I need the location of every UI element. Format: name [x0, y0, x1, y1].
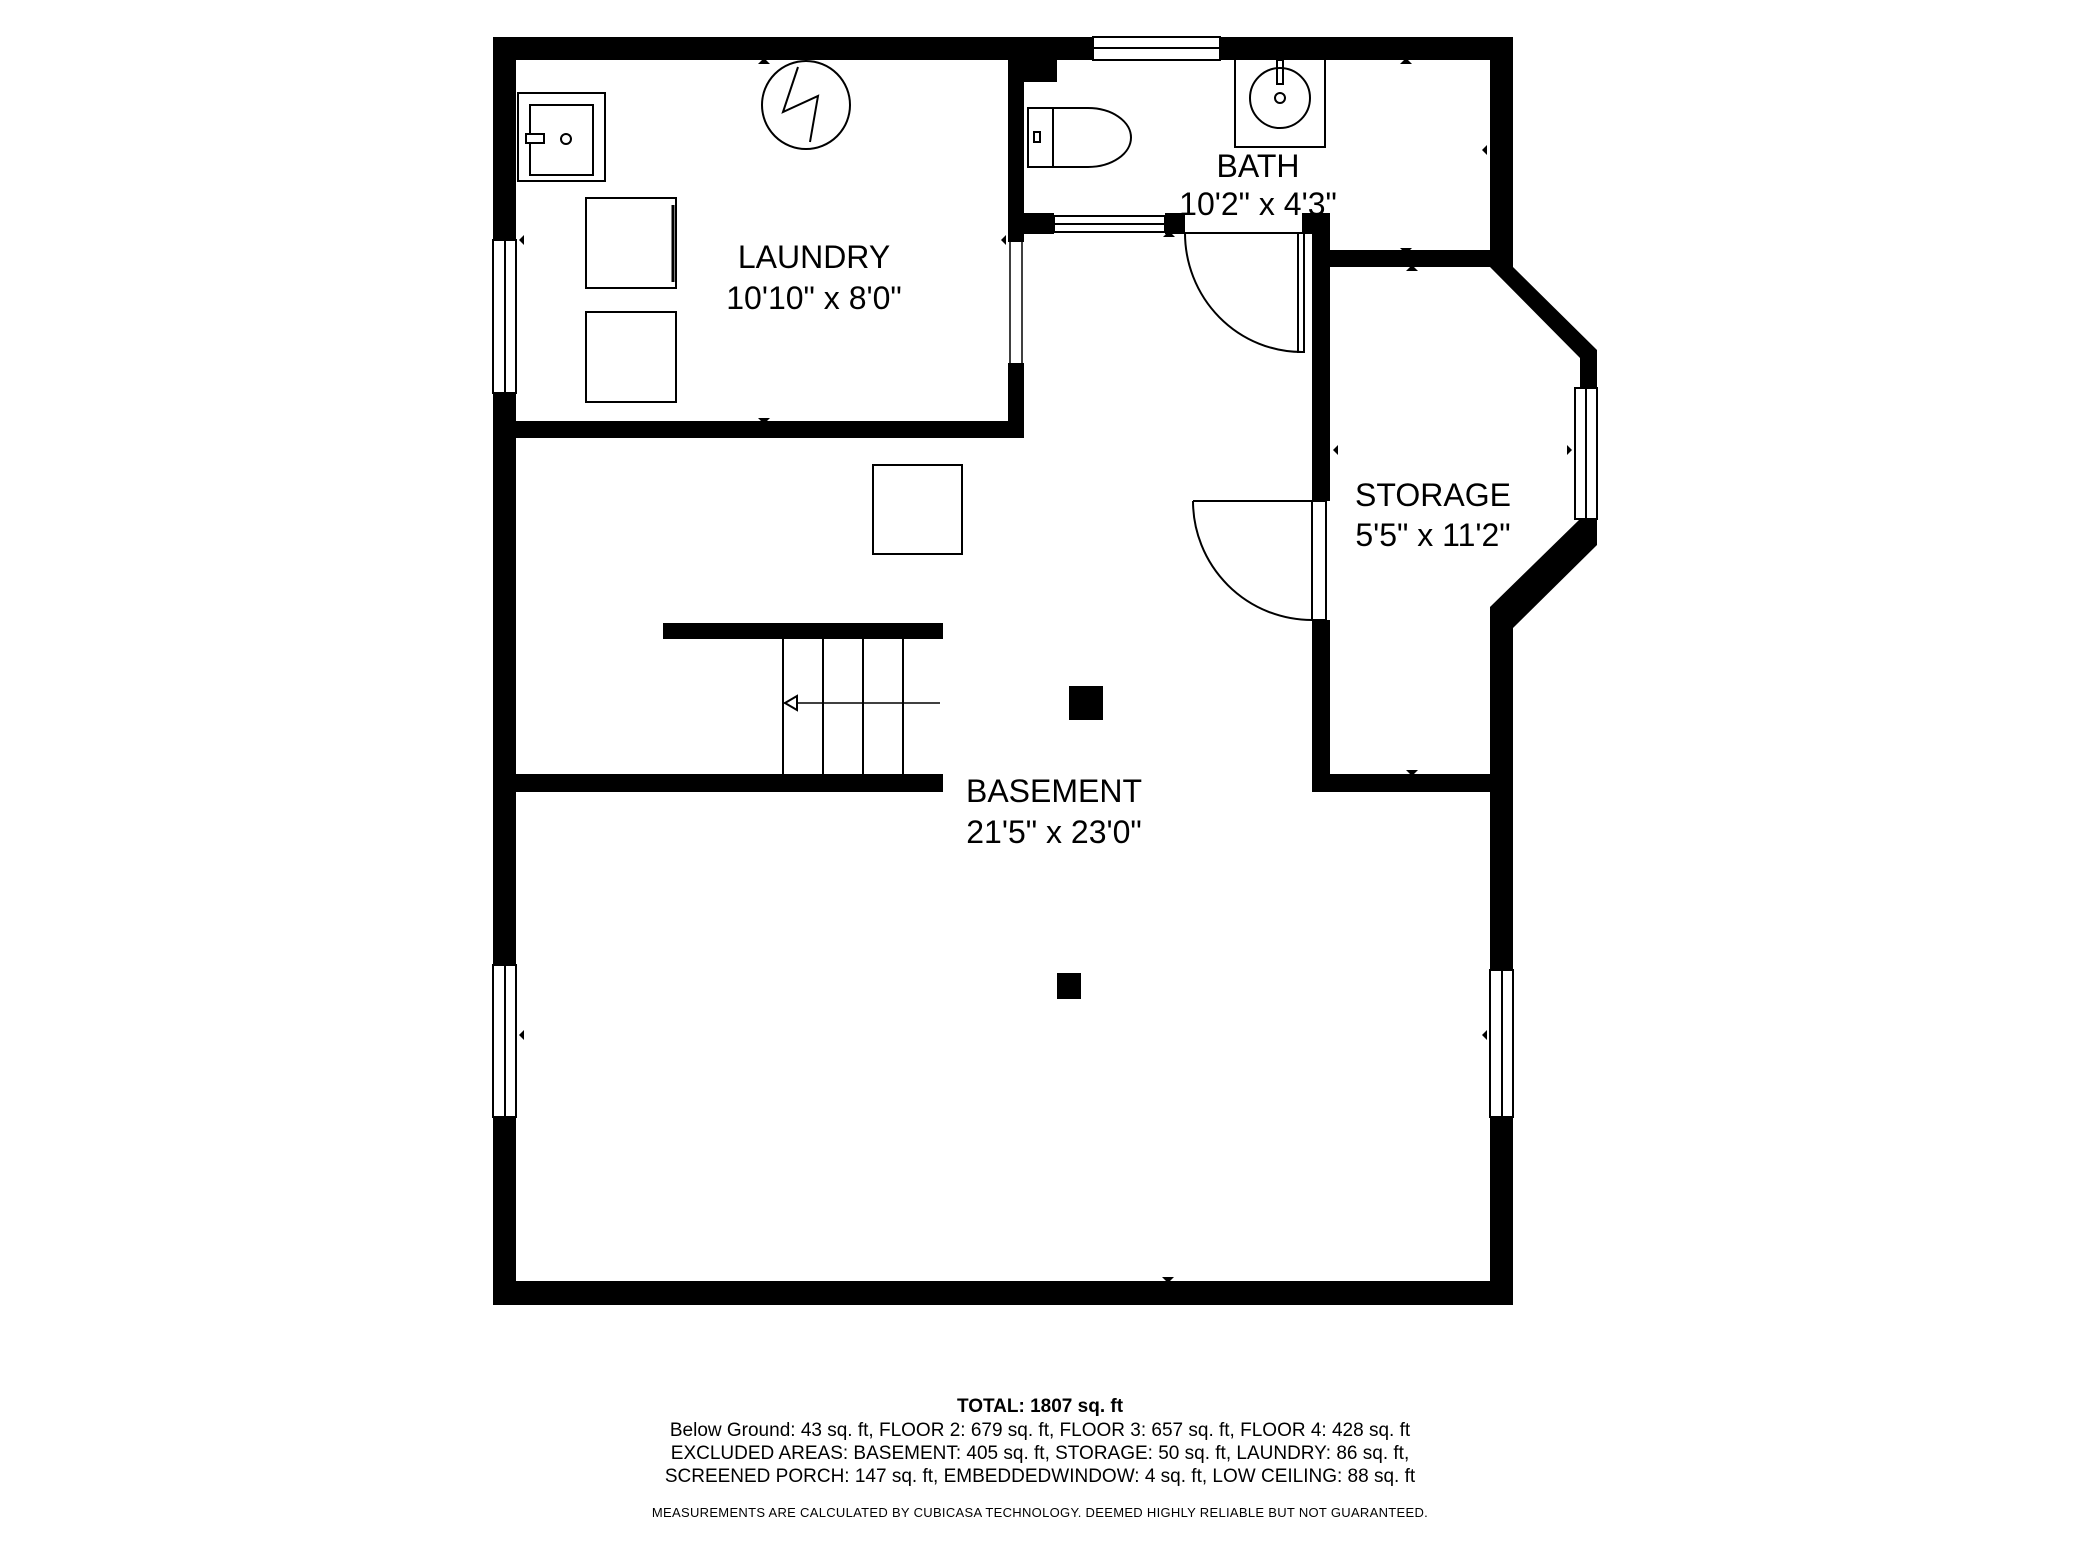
wall-laundry-bottom — [493, 421, 1024, 438]
wall-bottom — [493, 1281, 1513, 1305]
door-storage[interactable] — [1192, 500, 1327, 621]
area-summary: TOTAL: 1807 sq. ft Below Ground: 43 sq. … — [0, 1395, 2080, 1520]
wall-laundry-lower — [1008, 363, 1024, 438]
room-label-basement: BASEMENT 21'5" x 23'0" — [966, 773, 1142, 850]
wall-left-2 — [493, 393, 516, 965]
basement-dims: 21'5" x 23'0" — [966, 814, 1142, 850]
laundry-name: LAUNDRY — [738, 239, 890, 275]
wall-storage-left-lower — [1312, 620, 1330, 792]
area-breakdown-line-3: SCREENED PORCH: 147 sq. ft, EMBEDDEDWIND… — [664, 1466, 1416, 1487]
doors — [1184, 232, 1327, 621]
wall-storage-bottom — [1312, 774, 1513, 792]
wall-bay-lower-diagonal — [1490, 519, 1597, 628]
window-basement-left — [492, 964, 517, 1118]
wall-left-3 — [493, 1117, 516, 1305]
door-bath[interactable] — [1184, 232, 1305, 353]
storage-dims: 5'5" x 11'2" — [1355, 517, 1510, 553]
wall-laundry-bath — [1008, 37, 1024, 242]
window-bath-top — [1092, 36, 1221, 61]
stair-direction-arrow-icon — [783, 694, 798, 712]
dryer — [585, 311, 677, 403]
area-breakdown-line-1: Below Ground: 43 sq. ft, FLOOR 2: 679 sq… — [669, 1420, 1411, 1441]
wall-top-left — [493, 37, 1093, 60]
wall-left-1 — [493, 37, 516, 240]
water-heater — [761, 60, 851, 150]
storage-name: STORAGE — [1355, 477, 1511, 513]
wall-right-lower-1 — [1490, 625, 1513, 970]
laundry-opening — [1009, 242, 1023, 363]
bath-sink — [1234, 58, 1326, 148]
support-column-2 — [1057, 973, 1081, 999]
support-column-1 — [1069, 686, 1103, 720]
bath-name: BATH — [1217, 148, 1300, 184]
wall-storage-top — [1312, 250, 1513, 267]
wall-right-upper — [1490, 37, 1513, 267]
area-breakdown-line-2: EXCLUDED AREAS: BASEMENT: 405 sq. ft, ST… — [670, 1443, 1410, 1464]
window-basement-right — [1489, 969, 1514, 1118]
wall-storage-left-upper — [1312, 213, 1330, 501]
wall-top-right — [1220, 37, 1513, 60]
window-laundry-left — [492, 239, 517, 394]
room-label-laundry: LAUNDRY 10'10" x 8'0" — [726, 239, 902, 316]
laundry-sink — [517, 92, 606, 182]
washer — [585, 197, 677, 289]
basement-name: BASEMENT — [966, 773, 1142, 809]
utility-box — [872, 464, 963, 555]
toilet — [1027, 107, 1132, 168]
laundry-dims: 10'10" x 8'0" — [726, 280, 902, 316]
room-label-storage: STORAGE 5'5" x 11'2" — [1355, 477, 1511, 553]
walls — [493, 37, 1597, 1305]
wall-bath-bottom-2 — [1165, 213, 1185, 234]
wall-stair-top — [663, 623, 943, 639]
wall-stair-bottom — [493, 774, 943, 792]
wall-bay-vertical-1 — [1580, 350, 1597, 388]
window-bath-bottom — [1053, 215, 1166, 233]
measurement-disclaimer: MEASUREMENTS ARE CALCULATED BY CUBICASA … — [651, 1505, 1429, 1520]
room-label-bath: BATH 10'2" x 4'3" — [1179, 148, 1337, 222]
bath-dims: 10'2" x 4'3" — [1179, 186, 1337, 222]
wall-bath-bottom-1 — [1008, 213, 1054, 234]
wall-right-lower-2 — [1490, 1117, 1513, 1305]
measurement-markers — [519, 58, 1572, 1283]
wall-bath-corner — [1024, 56, 1057, 82]
total-area: TOTAL: 1807 sq. ft — [956, 1396, 1124, 1417]
windows — [492, 36, 1598, 1118]
window-storage-bay — [1574, 387, 1598, 520]
stairs — [782, 639, 940, 774]
